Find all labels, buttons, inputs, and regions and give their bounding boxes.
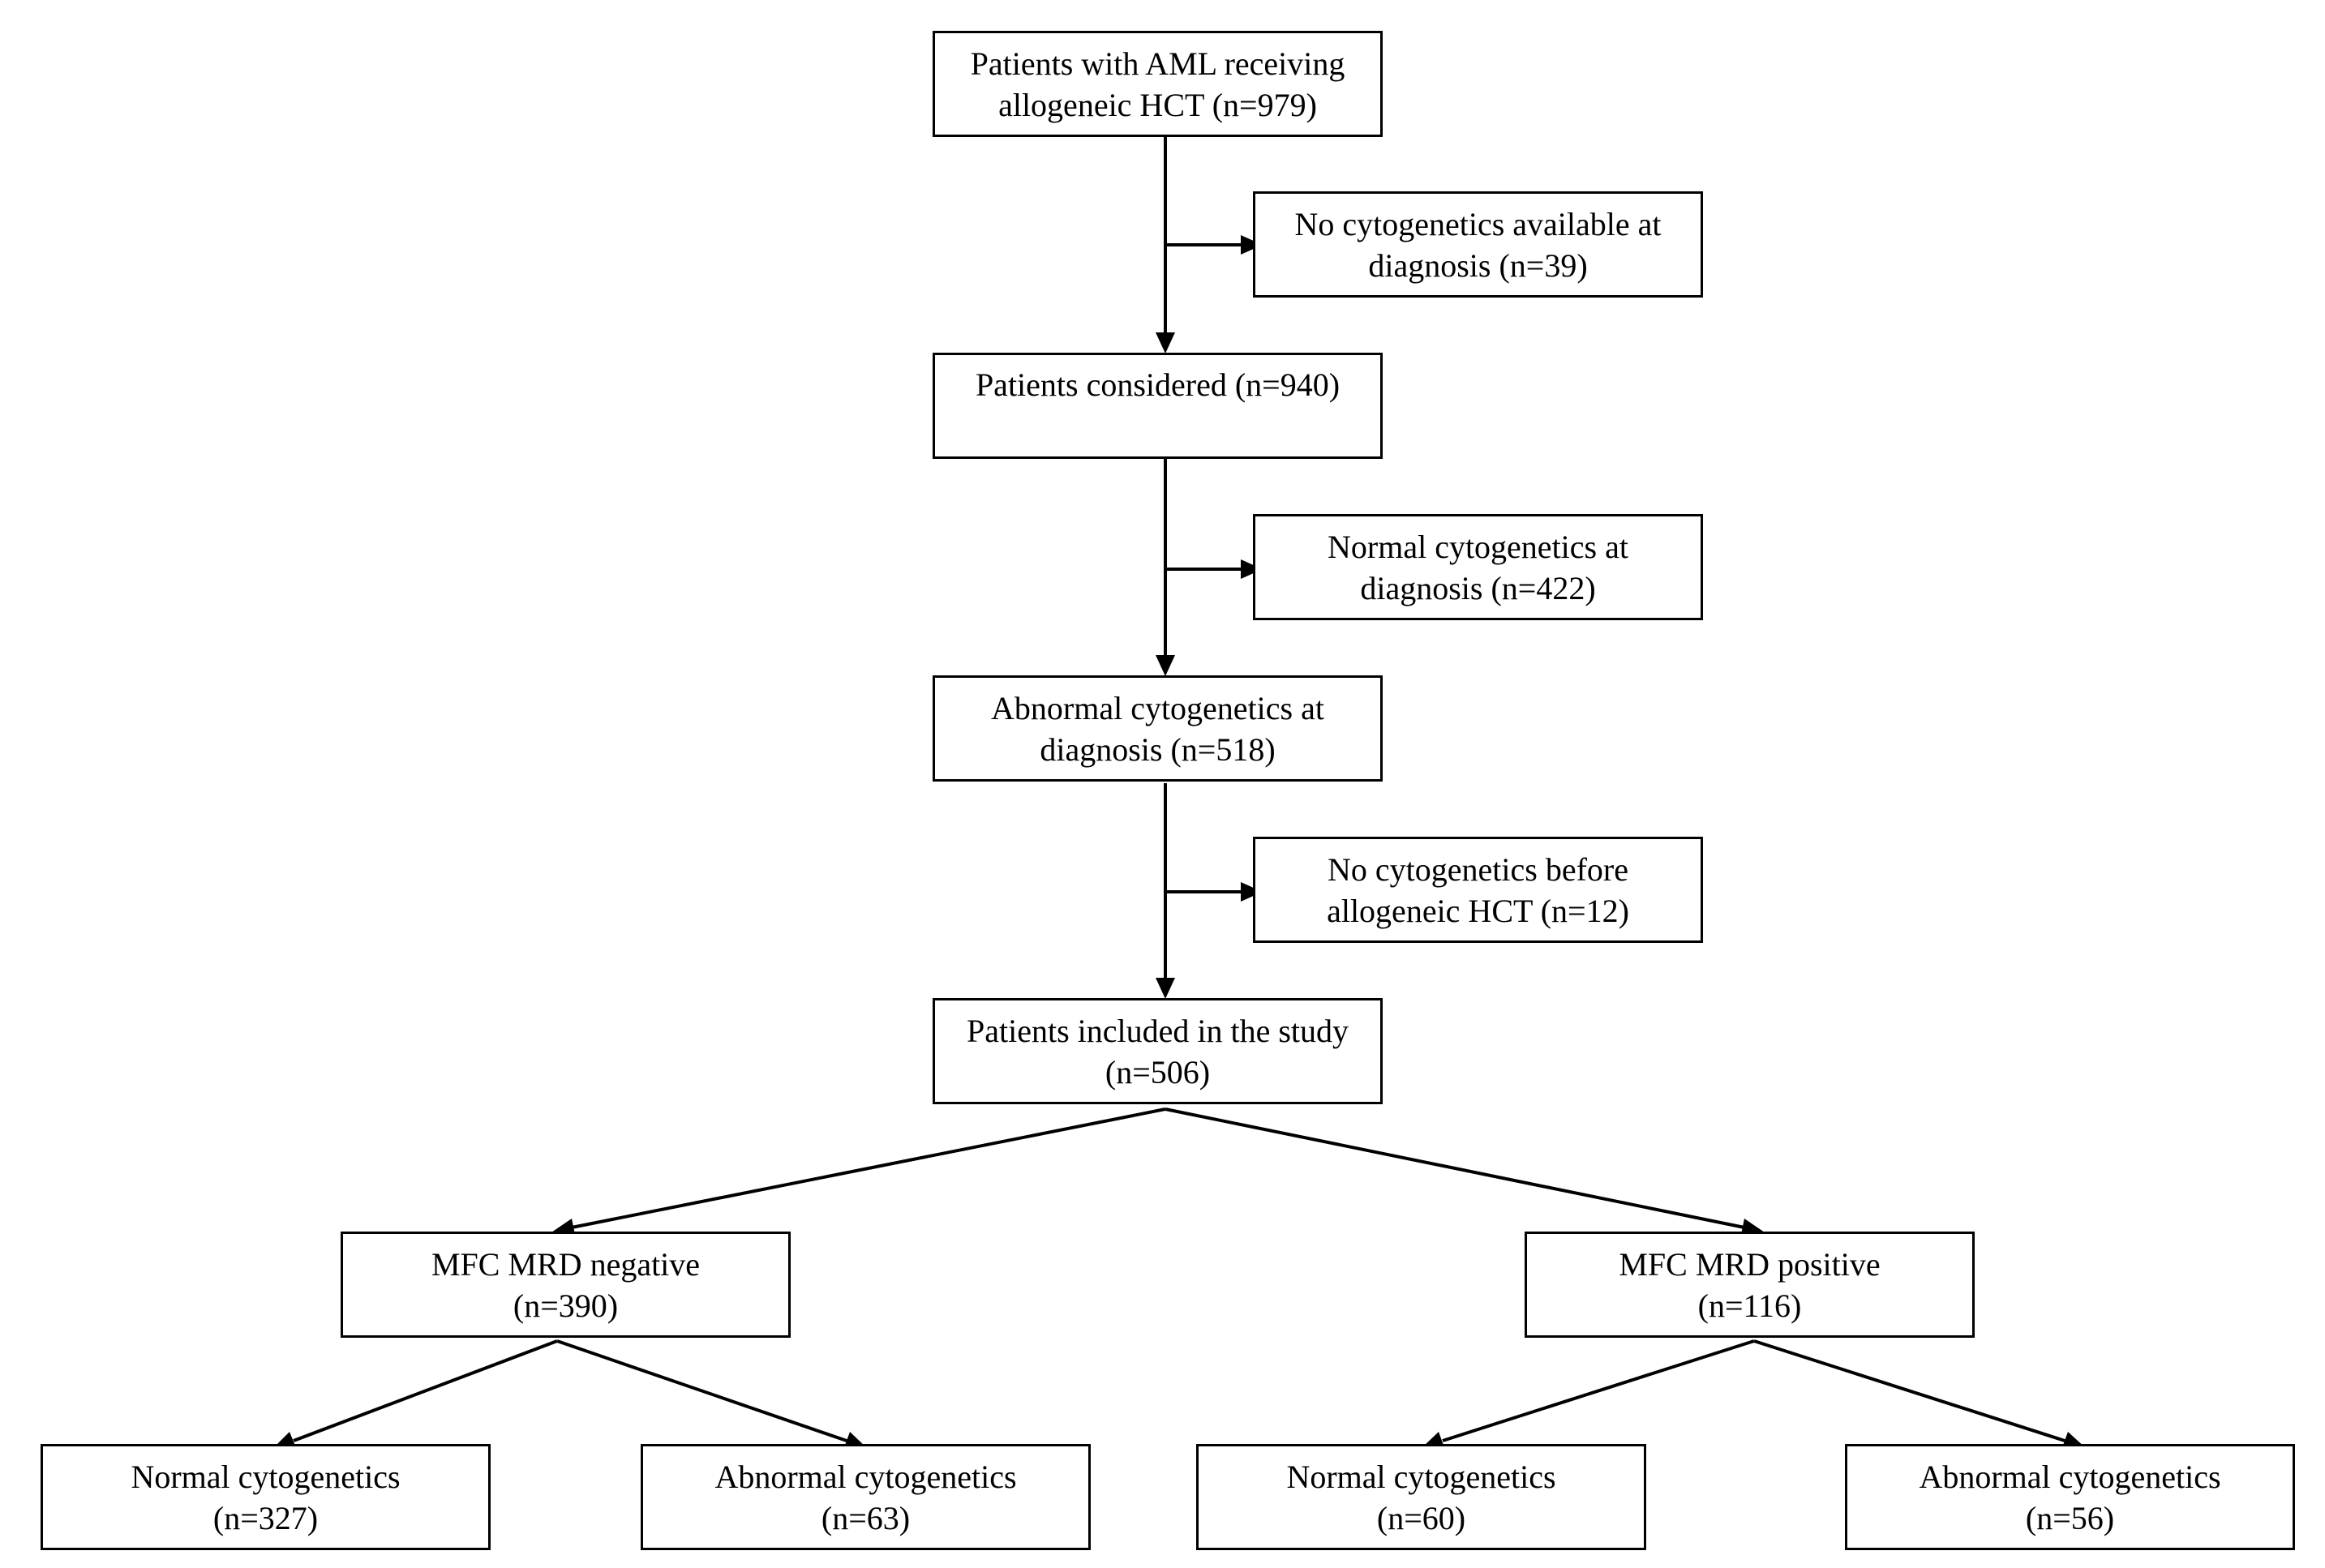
box-neg-abnormal-line1: Abnormal cytogenetics [714, 1458, 1017, 1495]
box-pos-normal-cytogenetics: Normal cytogenetics (n=60) [1196, 1444, 1646, 1550]
box-abnormal-dx-line2: diagnosis (n=518) [1040, 730, 1276, 768]
box-aml-line2: allogeneic HCT (n=979) [998, 86, 1317, 123]
arrowhead-included [1156, 978, 1175, 999]
box-patients-included: Patients included in the study (n=506) [933, 998, 1383, 1104]
box-no-cyto-dx-line2: diagnosis (n=39) [1368, 246, 1588, 284]
arrow-mrd-neg-to-abnormal [556, 1339, 847, 1442]
box-normal-cytogenetics-diagnosis: Normal cytogenetics at diagnosis (n=422) [1253, 514, 1703, 620]
box-mrd-neg-line1: MFC MRD negative [431, 1245, 701, 1283]
box-neg-normal-line2: (n=327) [212, 1499, 319, 1536]
arrowhead-no-cyto-hct [1241, 882, 1263, 902]
arrow-mrd-pos-to-abnormal [1753, 1339, 2065, 1442]
box-mrd-pos-line2: (n=116) [1697, 1287, 1802, 1324]
box-pos-abnormal-line2: (n=56) [2025, 1499, 2115, 1536]
box-included-line2: (n=506) [1105, 1053, 1211, 1090]
box-abnormal-cytogenetics-diagnosis: Abnormal cytogenetics at diagnosis (n=51… [933, 675, 1383, 782]
box-no-cytogenetics-diagnosis: No cytogenetics available at diagnosis (… [1253, 191, 1703, 298]
arrowhead-normal-dx [1241, 559, 1263, 579]
box-normal-dx-line1: Normal cytogenetics at [1328, 528, 1628, 565]
box-pos-abnormal-line1: Abnormal cytogenetics [1919, 1458, 2221, 1495]
arrow-mrd-neg-to-normal [293, 1339, 558, 1442]
arrow-included-to-mrd-pos [1165, 1107, 1745, 1229]
arrow-included-to-mrd-neg [571, 1107, 1166, 1229]
arrowhead-no-cyto-dx [1241, 235, 1263, 255]
arrowhead-abnormal-dx [1156, 655, 1175, 676]
box-neg-abnormal-cytogenetics: Abnormal cytogenetics (n=63) [641, 1444, 1091, 1550]
arrowhead-considered [1156, 332, 1175, 353]
box-no-cyto-hct-line2: allogeneic HCT (n=12) [1327, 892, 1629, 929]
box-neg-normal-cytogenetics: Normal cytogenetics (n=327) [41, 1444, 491, 1550]
box-normal-dx-line2: diagnosis (n=422) [1360, 569, 1596, 606]
box-included-line1: Patients included in the study [966, 1012, 1349, 1049]
box-mfc-mrd-positive: MFC MRD positive (n=116) [1525, 1232, 1975, 1338]
box-pos-normal-line1: Normal cytogenetics [1286, 1458, 1556, 1495]
box-mrd-pos-line1: MFC MRD positive [1619, 1245, 1881, 1283]
box-no-cyto-hct-line1: No cytogenetics before [1328, 850, 1628, 888]
box-pos-abnormal-cytogenetics: Abnormal cytogenetics (n=56) [1845, 1444, 2295, 1550]
arrow-mrd-pos-to-normal [1442, 1339, 1755, 1442]
box-mrd-neg-line2: (n=390) [513, 1287, 619, 1324]
box-abnormal-dx-line1: Abnormal cytogenetics at [991, 689, 1324, 726]
box-aml-patients: Patients with AML receiving allogeneic H… [933, 31, 1383, 137]
box-mfc-mrd-negative: MFC MRD negative (n=390) [341, 1232, 791, 1338]
box-no-cytogenetics-before-hct: No cytogenetics before allogeneic HCT (n… [1253, 837, 1703, 943]
box-no-cyto-dx-line1: No cytogenetics available at [1294, 205, 1662, 242]
box-neg-normal-line1: Normal cytogenetics [131, 1458, 401, 1495]
box-pos-normal-line2: (n=60) [1376, 1499, 1466, 1536]
box-aml-line1: Patients with AML receiving [970, 45, 1345, 82]
box-patients-considered: Patients considered (n=940) [933, 353, 1383, 459]
box-considered-line1: Patients considered (n=940) [975, 366, 1341, 403]
box-neg-abnormal-line2: (n=63) [821, 1499, 911, 1536]
